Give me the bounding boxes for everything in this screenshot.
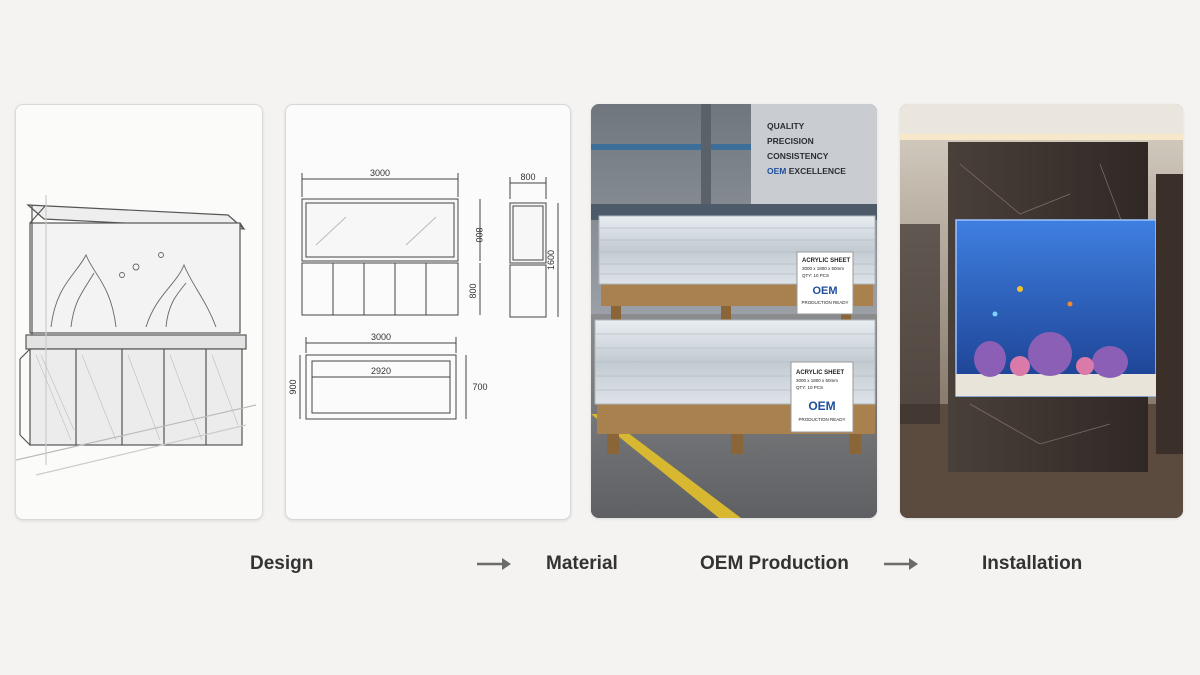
installation-scene: [900, 104, 1183, 518]
tank-height-dimension: 800: [474, 227, 484, 242]
inner-width-dimension: 2920: [371, 366, 391, 376]
step-label-design: Design: [250, 553, 314, 574]
arrow-right-icon: [477, 558, 511, 570]
label-bottom-title: ACRYLIC SHEET: [796, 370, 844, 376]
wall-slogan-excellence: EXCELLENCE: [786, 166, 846, 176]
label-top-status: PRODUCTION READY: [801, 300, 848, 305]
cabinet-height-dimension: 800: [468, 283, 478, 298]
top-width-dimension: 3000: [371, 332, 391, 342]
wall-slogan-quality: QUALITY: [767, 121, 805, 131]
label-top-qty: QTY: 10 PCS: [802, 273, 829, 278]
top-depth-left-dimension: 900: [288, 379, 298, 394]
step-label-material: Material: [546, 553, 618, 574]
label-top-dims: 3000 x 1800 x 50mm: [802, 266, 844, 271]
label-top-brand: OEM: [812, 285, 837, 297]
step-label-oem-production: OEM Production: [700, 553, 849, 574]
factory-scene: QUALITY PRECISION CONSISTENCY OEM EXCELL…: [591, 104, 877, 518]
installation-photo-panel: [900, 104, 1183, 518]
label-bottom-qty: QTY: 10 PCS: [796, 385, 823, 390]
aquarium-sketch: [16, 195, 257, 476]
step-label-installation: Installation: [982, 553, 1083, 574]
front-width-dimension: 3000: [370, 168, 390, 178]
label-bottom-status: PRODUCTION READY: [798, 417, 845, 422]
wall-slogan-oem: OEM: [767, 166, 786, 176]
factory-photo-panel: QUALITY PRECISION CONSISTENCY OEM EXCELL…: [591, 104, 877, 518]
svg-text:OEM EXCELLENCE: OEM EXCELLENCE: [767, 166, 846, 176]
wall-slogan-precision: PRECISION: [767, 136, 814, 146]
label-bottom-dims: 3000 x 1800 x 50mm: [796, 378, 838, 383]
top-depth-right-dimension: 700: [472, 382, 487, 392]
arrow-right-icon: [884, 558, 918, 570]
total-height-dimension: 1600: [546, 250, 556, 270]
wall-slogan-consistency: CONSISTENCY: [767, 151, 829, 161]
technical-drawing: 3000 800 800 800 1600 3000 2920 900 700: [288, 168, 559, 420]
label-top-title: ACRYLIC SHEET: [802, 258, 850, 264]
label-bottom-brand: OEM: [808, 399, 835, 413]
technical-drawing-panel: 3000 800 800 800 1600 3000 2920 900 700: [285, 104, 571, 520]
side-depth-dimension: 800: [520, 172, 535, 182]
design-sketch-panel: [15, 104, 263, 520]
